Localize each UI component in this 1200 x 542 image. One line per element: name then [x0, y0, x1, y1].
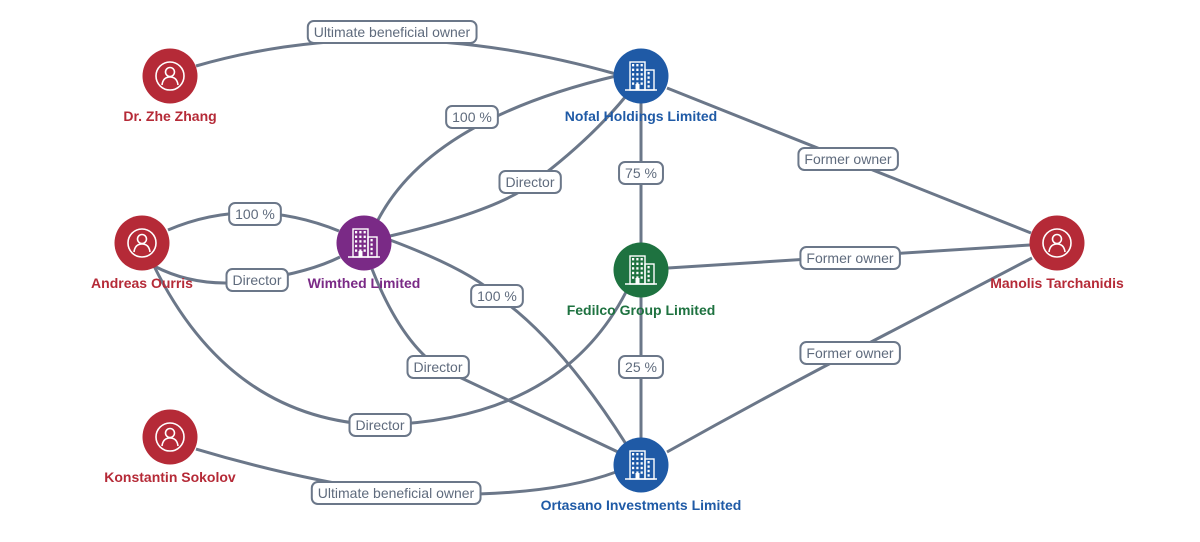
node-label: Dr. Zhe Zhang: [123, 108, 216, 124]
node-wimthed-limited[interactable]: Wimthed Limited: [308, 215, 421, 292]
node-label: Wimthed Limited: [308, 275, 421, 291]
edge-label-text: 25 %: [625, 359, 657, 375]
edge-label-text: Former owner: [806, 345, 893, 361]
edge-label-text: 100 %: [235, 206, 275, 222]
edge-label-text: Former owner: [806, 250, 893, 266]
edge-label-wimthed-nofal[interactable]: 100 %: [445, 105, 499, 129]
edge-label-box: [799, 246, 901, 270]
node-circle[interactable]: [613, 242, 669, 298]
edge-label-text: Director: [355, 417, 404, 433]
node-circle[interactable]: [336, 215, 392, 271]
edge-label-text: Director: [505, 174, 554, 190]
node-label: Fedilco Group Limited: [567, 302, 716, 318]
edge-label-box: [306, 20, 478, 44]
building-icon: [625, 61, 657, 91]
person-icon: [1042, 228, 1072, 258]
edge-label-wimthed-ortasano[interactable]: 100 %: [470, 284, 524, 308]
edge-zhang-nofal[interactable]: [195, 38, 617, 76]
edge-label-wimthed-ortasano[interactable]: Director: [406, 355, 470, 379]
node-label: Konstantin Sokolov: [104, 469, 236, 485]
edge-label-box: [348, 413, 412, 437]
edge-label-text: Ultimate beneficial owner: [318, 485, 475, 501]
edge-label-text: Director: [413, 359, 462, 375]
node-konstantin-sokolov[interactable]: Konstantin Sokolov: [104, 409, 236, 486]
edge-label-zhang-nofal[interactable]: Ultimate beneficial owner: [306, 20, 478, 44]
edge-label-box: [618, 161, 664, 185]
node-nofal-holdings-limited[interactable]: Nofal Holdings Limited: [565, 48, 717, 125]
edge-label-box: [498, 170, 562, 194]
person-icon: [127, 228, 157, 258]
edge-label-ourris-wimthed[interactable]: 100 %: [228, 202, 282, 226]
building-icon: [625, 450, 657, 480]
node-label: Ortasano Investments Limited: [541, 497, 742, 513]
edge-label-nofal-fedilco[interactable]: 75 %: [618, 161, 664, 185]
edge-wimthed-nofal[interactable]: [376, 74, 617, 221]
node-label: Nofal Holdings Limited: [565, 108, 717, 124]
node-circle[interactable]: [613, 437, 669, 493]
person-icon: [155, 61, 185, 91]
edge-label-box: [445, 105, 499, 129]
edge-label-nofal-tarchanidis[interactable]: Former owner: [797, 147, 899, 171]
building-icon: [625, 255, 657, 285]
person-icon: [155, 422, 185, 452]
edge-label-box: [797, 147, 899, 171]
edge-label-box: [310, 481, 482, 505]
edge-label-fedilco-ortasano[interactable]: 25 %: [618, 355, 664, 379]
edge-labels-layer: Ultimate beneficial owner 100 % Director 75…: [225, 20, 901, 505]
node-circle[interactable]: [613, 48, 669, 104]
edge-label-text: 100 %: [452, 109, 492, 125]
edge-label-wimthed-nofal[interactable]: Director: [498, 170, 562, 194]
edge-label-ortasano-tarchanidis[interactable]: Former owner: [799, 341, 901, 365]
edge-label-box: [799, 341, 901, 365]
node-fedilco-group-limited[interactable]: Fedilco Group Limited: [567, 242, 716, 319]
edge-label-ourris-fedilco[interactable]: Director: [348, 413, 412, 437]
building-icon: [348, 228, 380, 258]
edge-label-box: [228, 202, 282, 226]
node-label: Andreas Ourris: [91, 275, 193, 291]
edge-label-text: Director: [232, 272, 281, 288]
edge-label-ourris-wimthed[interactable]: Director: [225, 268, 289, 292]
node-ortasano-investments-limited[interactable]: Ortasano Investments Limited: [541, 437, 742, 514]
node-dr-zhe-zhang[interactable]: Dr. Zhe Zhang: [123, 48, 217, 125]
edge-label-text: 100 %: [477, 288, 517, 304]
edge-label-box: [470, 284, 524, 308]
edge-label-fedilco-tarchanidis[interactable]: Former owner: [799, 246, 901, 270]
edge-label-text: 75 %: [625, 165, 657, 181]
edge-label-box: [618, 355, 664, 379]
node-andreas-ourris[interactable]: Andreas Ourris: [91, 215, 193, 292]
node-manolis-tarchanidis[interactable]: Manolis Tarchanidis: [990, 215, 1124, 292]
node-label: Manolis Tarchanidis: [990, 275, 1124, 291]
edge-label-box: [406, 355, 470, 379]
edge-label-text: Ultimate beneficial owner: [314, 24, 471, 40]
edge-label-text: Former owner: [804, 151, 891, 167]
edge-label-box: [225, 268, 289, 292]
edge-label-sokolov-ortasano[interactable]: Ultimate beneficial owner: [310, 481, 482, 505]
